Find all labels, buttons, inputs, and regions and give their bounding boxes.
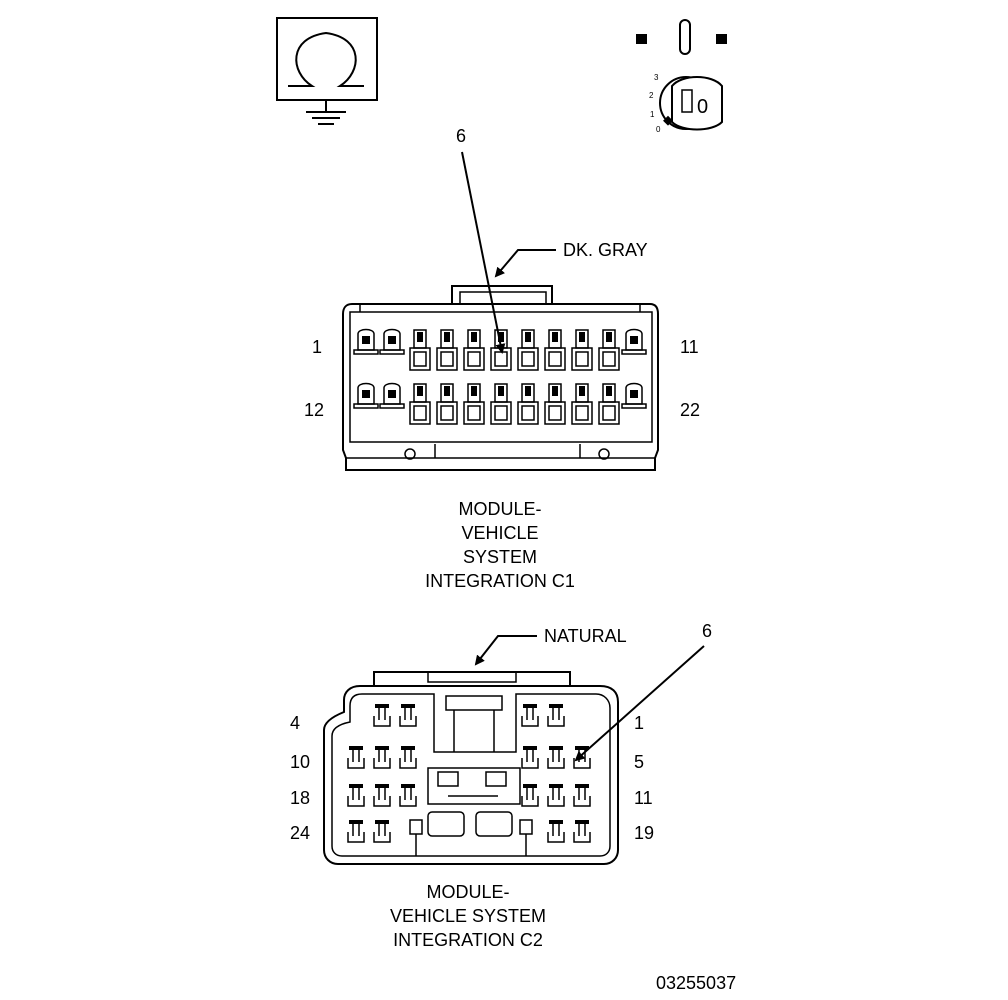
c2-terminal	[547, 704, 565, 727]
ignition-pos-0: 0	[656, 125, 661, 134]
c2-terminal	[521, 784, 539, 807]
c1-pointer-label: 6	[456, 126, 466, 146]
c2-terminal	[347, 784, 365, 807]
c2-pin-1-label: 1	[634, 713, 644, 733]
c2-terminal	[373, 784, 391, 807]
c1-hook-terminal	[379, 382, 405, 409]
c2-pin-10-label: 10	[290, 752, 310, 772]
c2-terminal	[399, 746, 417, 769]
c1-terminal	[463, 329, 485, 371]
c2-pointer-label: 6	[702, 621, 712, 641]
c1-terminal	[598, 383, 620, 425]
c1-terminal	[517, 329, 539, 371]
c2-pin-24-label: 24	[290, 823, 310, 843]
c1-caption-line-1: MODULE-	[458, 499, 541, 519]
connector-c2: NATURAL 6 4 1 10 5 18 11 24 19 MODULE-	[290, 621, 712, 950]
c1-terminal	[490, 329, 512, 371]
c2-terminal	[521, 704, 539, 727]
ground-icon	[276, 17, 378, 125]
c2-caption-line-2: VEHICLE SYSTEM	[390, 906, 546, 926]
c2-terminal	[399, 704, 417, 727]
c2-pin-5-label: 5	[634, 752, 644, 772]
c2-terminal	[373, 746, 391, 769]
c2-pin-18-label: 18	[290, 788, 310, 808]
ignition-pos-1: 1	[650, 110, 655, 119]
c2-terminal	[347, 746, 365, 769]
key-label: 0	[697, 96, 708, 118]
c2-pin-4-label: 4	[290, 713, 300, 733]
c1-terminal	[490, 383, 512, 425]
c1-pin-12-label: 12	[304, 400, 324, 420]
c1-terminal	[598, 329, 620, 371]
ignition-pos-3: 3	[654, 73, 659, 82]
c1-terminal	[436, 329, 458, 371]
c1-terminal	[463, 383, 485, 425]
c1-terminal	[409, 329, 431, 371]
ignition-key-icon: 3 2 1 0 0	[636, 19, 727, 134]
ignition-pos-2: 2	[649, 91, 654, 100]
c2-pin-11-label: 11	[634, 788, 653, 808]
c1-terminal	[409, 383, 431, 425]
c2-terminal	[521, 746, 539, 769]
c2-caption-line-1: MODULE-	[426, 882, 509, 902]
c1-pin-22-label: 22	[680, 400, 700, 420]
c1-terminal	[544, 383, 566, 425]
c1-color-callout: DK. GRAY	[563, 240, 648, 260]
figure-id: 03255037	[656, 973, 736, 993]
c1-pin-11-label: 11	[680, 337, 699, 357]
c2-pin-19-label: 19	[634, 823, 654, 843]
c1-hook-terminal	[379, 328, 405, 355]
c2-terminal	[547, 820, 565, 843]
c2-terminal	[573, 820, 591, 843]
c2-terminal	[573, 746, 591, 769]
c1-caption-line-4: INTEGRATION C1	[425, 571, 575, 591]
c1-terminal	[436, 383, 458, 425]
c1-pin-1-label: 1	[312, 337, 322, 357]
c2-terminal	[547, 784, 565, 807]
c1-hook-terminal	[353, 382, 379, 409]
c1-hook-terminal	[353, 328, 379, 355]
c1-caption-line-2: VEHICLE	[461, 523, 538, 543]
c2-terminal	[373, 704, 391, 727]
c2-terminal	[373, 820, 391, 843]
c1-terminal	[571, 383, 593, 425]
c1-hook-terminal	[621, 328, 647, 355]
connector-c1: DK. GRAY 6 1 11 12 22 MODULE- VEHICLE SY…	[304, 126, 700, 591]
c1-caption-line-3: SYSTEM	[463, 547, 537, 567]
c2-terminal	[573, 784, 591, 807]
c2-terminal	[547, 746, 565, 769]
c2-color-callout: NATURAL	[544, 626, 627, 646]
c2-terminal	[347, 820, 365, 843]
c1-terminal	[571, 329, 593, 371]
c2-terminal	[399, 784, 417, 807]
c1-terminal	[544, 329, 566, 371]
c1-terminal	[517, 383, 539, 425]
c1-hook-terminal	[621, 382, 647, 409]
c2-caption-line-3: INTEGRATION C2	[393, 930, 543, 950]
